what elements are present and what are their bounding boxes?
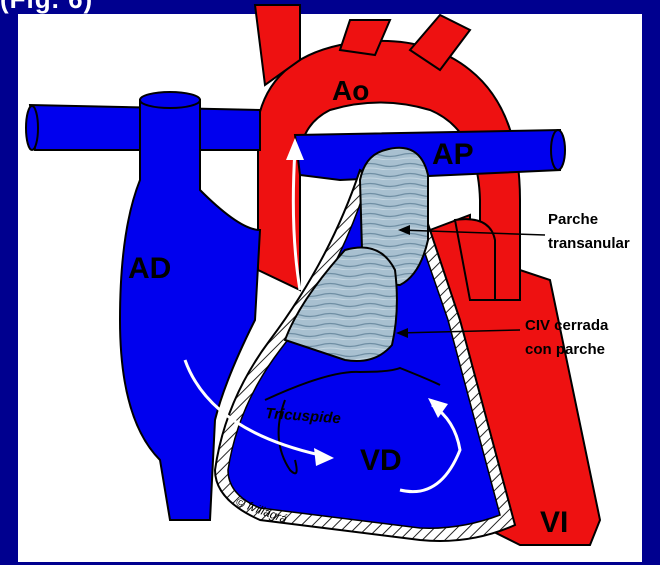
label-vd: VD — [360, 444, 402, 477]
pulmonary-artery-end — [551, 130, 565, 170]
label-civ-line1: CIV cerrada — [525, 317, 609, 334]
label-ad: AD — [128, 252, 171, 285]
svc-top — [140, 92, 200, 108]
label-ao: Ao — [332, 75, 369, 106]
label-vi: VI — [540, 506, 568, 539]
label-ap: AP — [432, 138, 474, 171]
vessel-left-end — [26, 106, 38, 150]
label-parche-line2: transanular — [548, 235, 630, 252]
label-civ-line2: con parche — [525, 341, 605, 358]
label-parche-line1: Parche — [548, 211, 598, 228]
